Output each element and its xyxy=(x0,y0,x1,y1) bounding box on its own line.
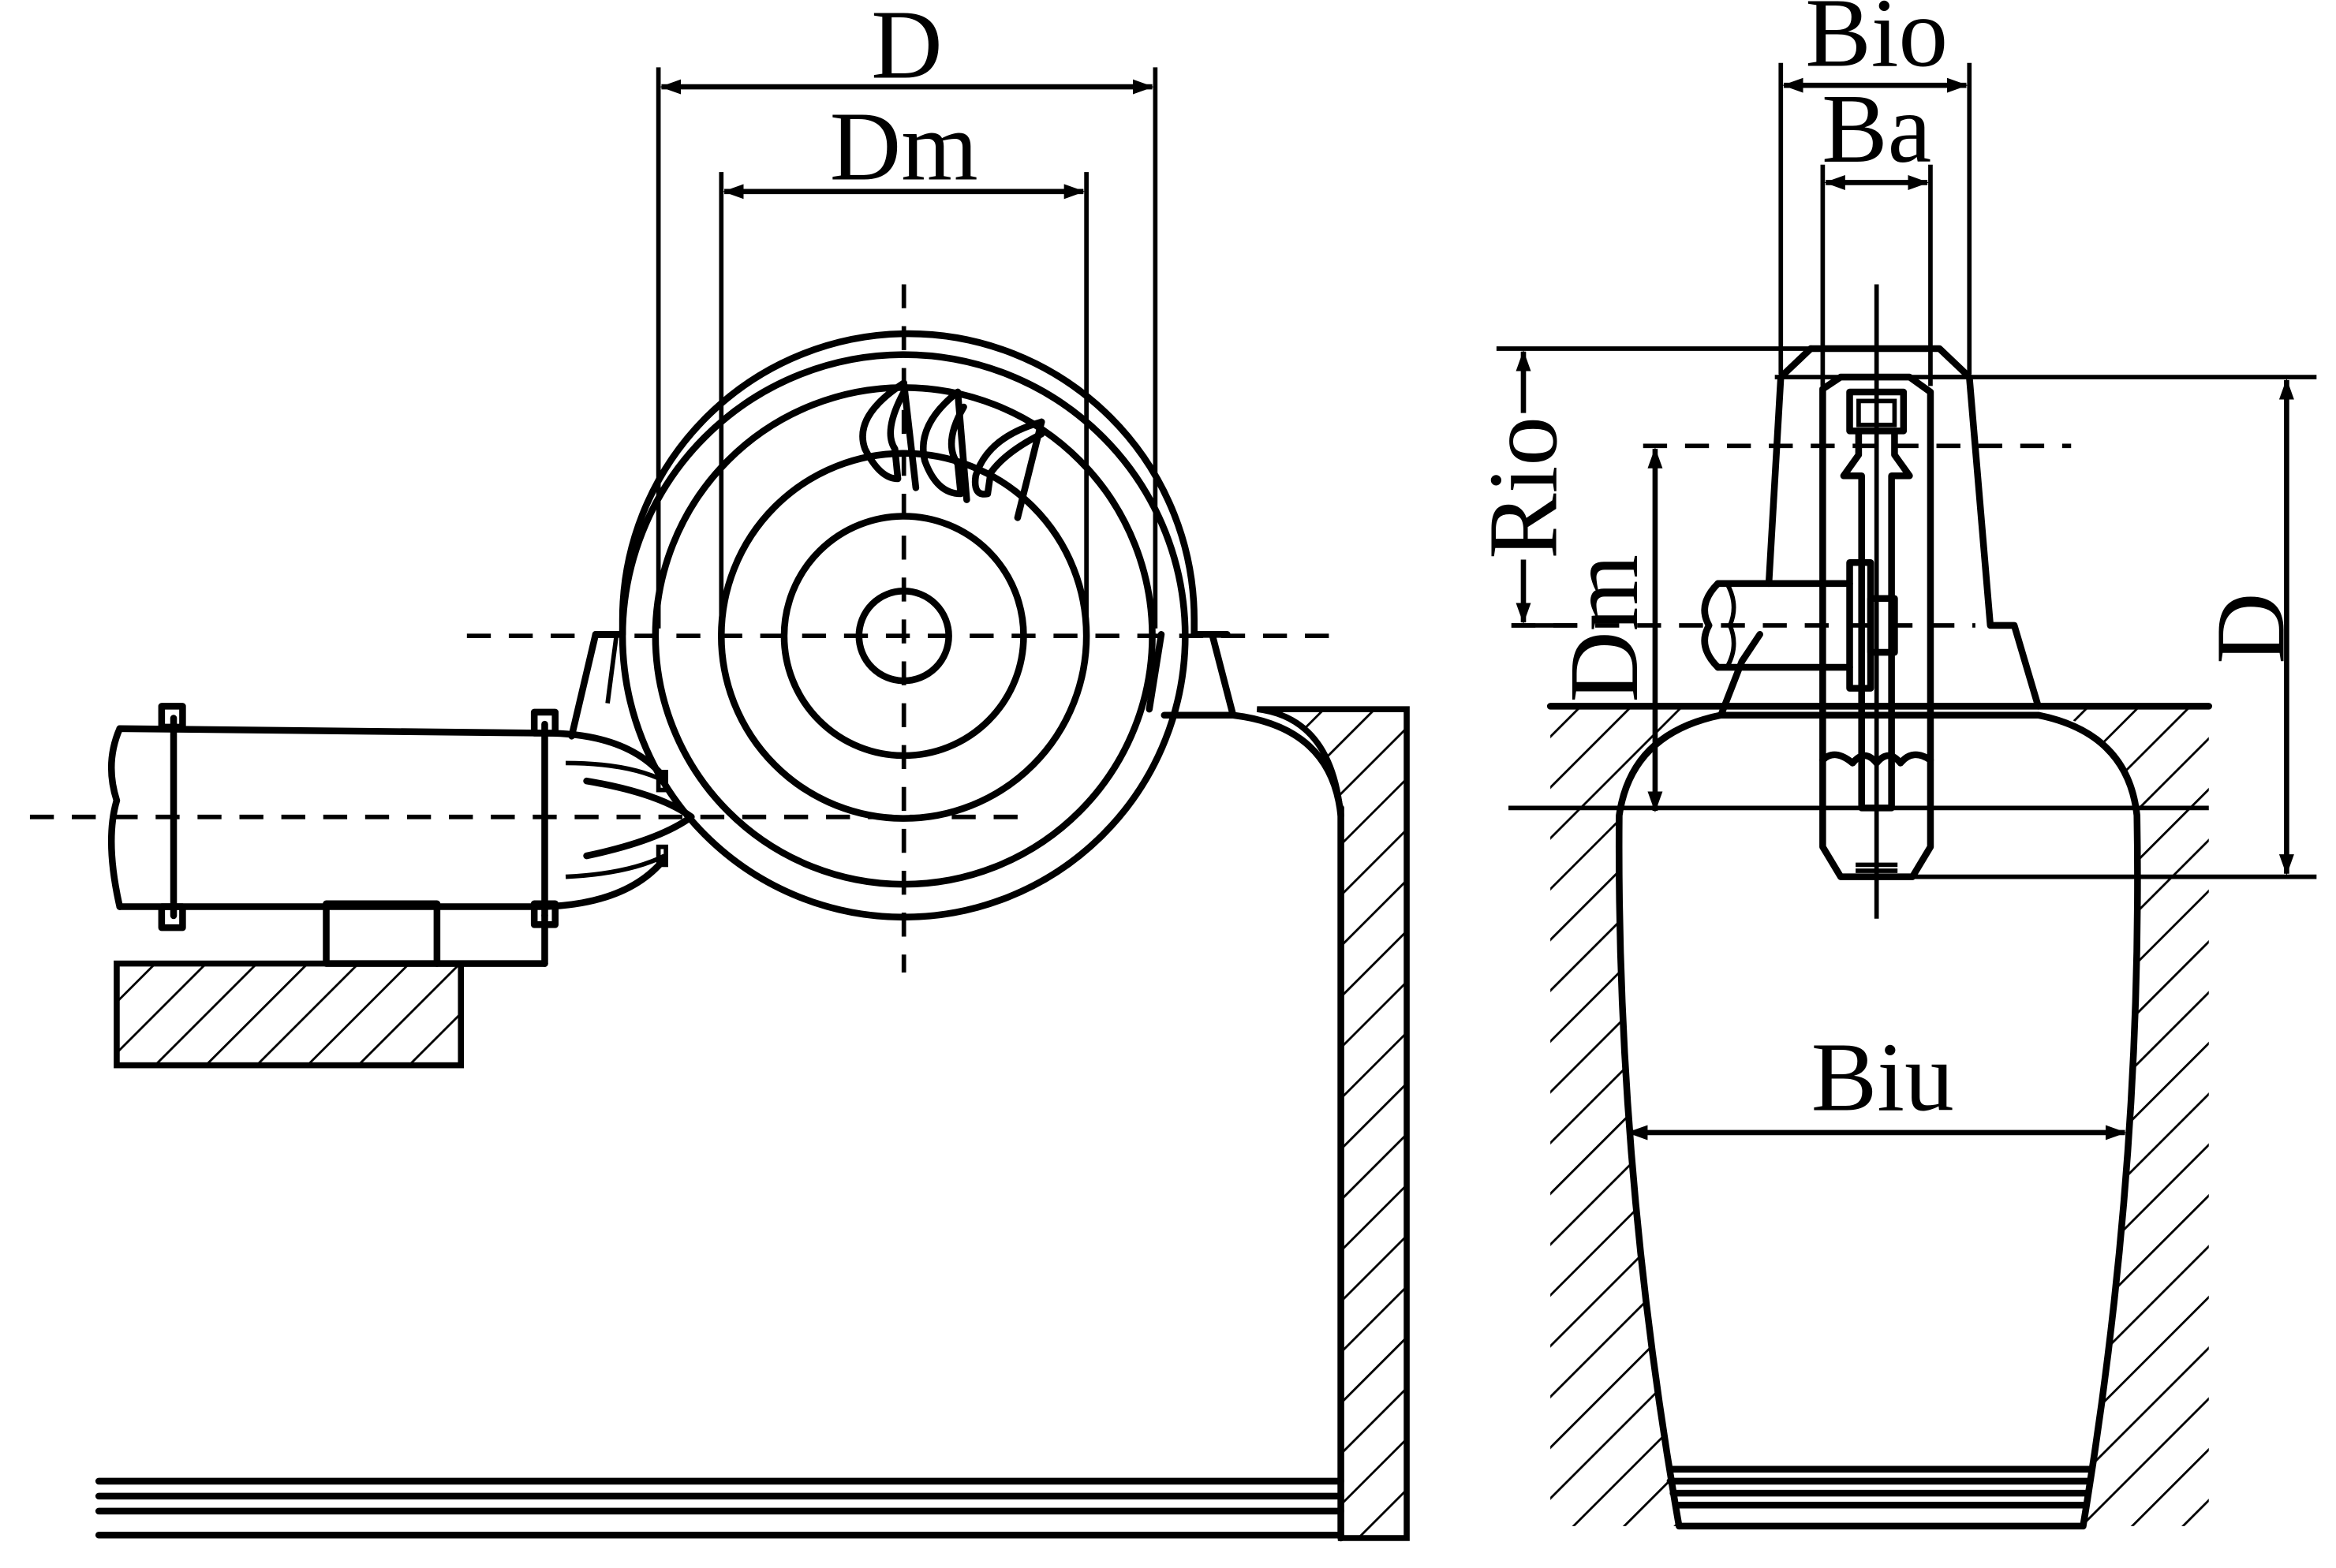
center-lines xyxy=(29,284,1347,973)
dimension-Dm-front: Dm xyxy=(1549,447,1663,813)
housing-front xyxy=(1717,345,2042,719)
dimension-label-Biu: Biu xyxy=(1811,1023,1954,1133)
dimension-Rio: Rio xyxy=(1469,346,1811,628)
center-lines-front xyxy=(1511,443,2072,628)
flange-bolt xyxy=(158,703,186,731)
dimension-label-Dm-front: Dm xyxy=(1549,554,1659,703)
dimension-label-Bio: Bio xyxy=(1805,0,1948,88)
floor-lines xyxy=(95,711,1344,1542)
dimension-Ba: Ba xyxy=(1820,74,1933,386)
pit-hatching xyxy=(1550,706,2209,1526)
dimension-Biu: Biu xyxy=(1626,1023,2127,1141)
dimension-label-Rio: Rio xyxy=(1469,416,1579,559)
dimension-D-left: D xyxy=(656,0,1158,629)
foundation-hatching xyxy=(114,706,1410,1541)
dimension-Bio: Bio xyxy=(1778,0,1972,375)
dimension-label-Dm: Dm xyxy=(830,92,978,202)
turbine-casing xyxy=(568,330,1237,740)
side-view: D Dm xyxy=(29,0,1410,1542)
dimension-D-front: D xyxy=(1912,375,2317,879)
dimension-label-Ba: Ba xyxy=(1822,74,1931,184)
flange-bolt xyxy=(158,903,186,931)
front-view: Bio Ba Rio Dm D Biu xyxy=(1469,0,2317,1530)
nozzle-assembly xyxy=(107,703,695,967)
dimension-label-D-front: D xyxy=(2196,593,2306,664)
dimension-Dm-left: Dm xyxy=(719,92,1089,629)
buckets xyxy=(859,379,1045,521)
dimension-label-D: D xyxy=(871,0,942,100)
runner-front xyxy=(1819,284,1934,919)
